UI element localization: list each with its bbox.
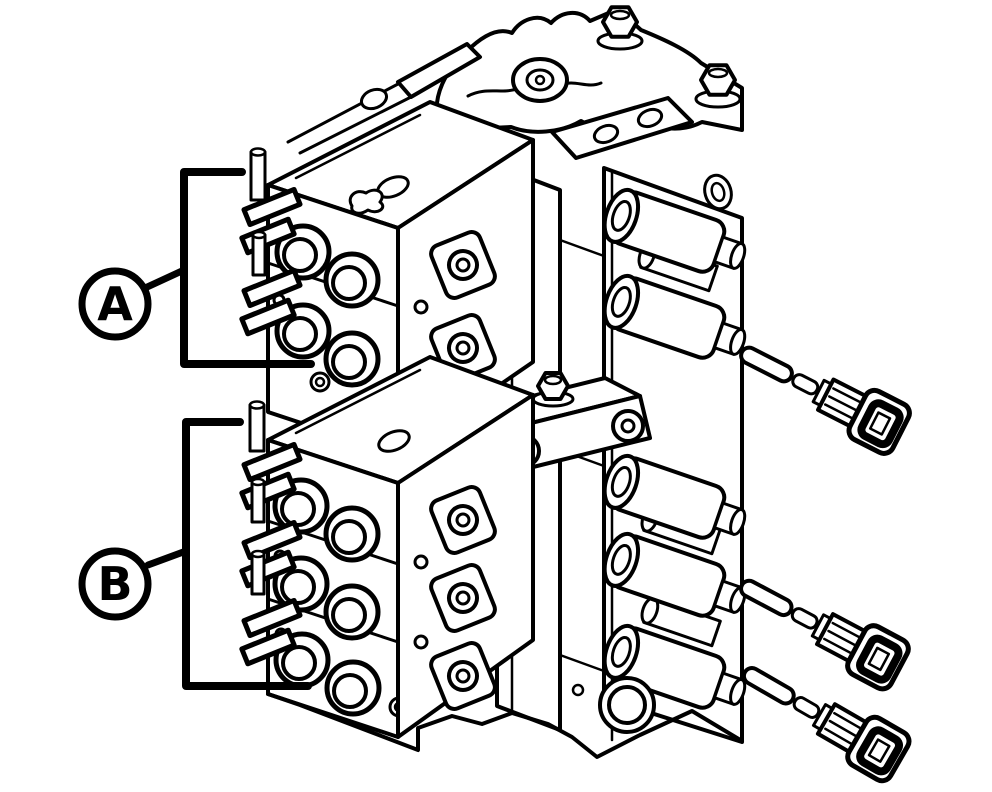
guide-pin (251, 230, 267, 277)
guide-pin (248, 400, 266, 453)
top-face-port-hole (377, 429, 411, 453)
bottom-port (598, 676, 656, 734)
hex-bolt (596, 5, 644, 51)
callout-a-label: A (97, 277, 133, 331)
callout-b-leader (144, 547, 190, 569)
solenoid-coil (602, 187, 747, 274)
solenoid-coil (602, 623, 747, 710)
solenoid-bank-a (602, 187, 747, 360)
solenoid-coil (602, 453, 747, 540)
clamp-wedge (241, 597, 303, 639)
guide-pin (249, 147, 267, 202)
work-port (274, 223, 332, 281)
work-port (323, 251, 381, 309)
guide-pin (250, 549, 266, 596)
face-hole (413, 299, 429, 315)
valve-block-b (239, 355, 535, 739)
spool-cap (429, 641, 497, 711)
wire-connector-3 (741, 666, 912, 784)
callout-b-label: B (97, 557, 132, 611)
solenoid-coil (602, 531, 747, 618)
top-casting (286, 5, 744, 220)
work-port (272, 477, 330, 535)
casting-body (434, 7, 744, 134)
connector-wire (741, 666, 796, 706)
wire-connector-2 (739, 578, 911, 692)
clamp-wedge (241, 267, 303, 309)
work-port (323, 583, 381, 641)
work-port (323, 330, 381, 388)
spool-cap (429, 563, 497, 633)
callout-a-circle (78, 267, 152, 341)
clamp-wedge (241, 186, 303, 228)
coil-retainer-ring (703, 173, 733, 211)
clamp-wedge (241, 441, 303, 483)
callout-a-leader (141, 266, 188, 292)
guide-pin (250, 477, 266, 524)
spool-cap (429, 230, 497, 300)
wire-connector-1 (739, 345, 912, 456)
casting-arm (286, 42, 482, 155)
mounting-bracket-plate (550, 96, 694, 160)
callout-b: B (78, 418, 312, 690)
face-hole (413, 554, 429, 570)
hex-bolt (694, 63, 742, 109)
connector-wire (739, 578, 794, 618)
manifold-boss (611, 409, 645, 443)
mounting-hole (309, 371, 331, 393)
clamp-wedge (239, 627, 297, 667)
casting-boss (511, 57, 569, 103)
face-hole (413, 634, 429, 650)
clamp-wedge (239, 297, 297, 337)
spool-cap (429, 485, 497, 555)
bottom-outline (266, 692, 744, 759)
clamp-wedge (241, 519, 303, 561)
bottom-casting (266, 676, 744, 759)
solenoid-bank-b (602, 453, 747, 710)
work-port (323, 505, 381, 563)
face-hole (571, 683, 585, 697)
connector-wire (739, 345, 794, 384)
callout-a: A (78, 168, 315, 368)
hex-nut (531, 371, 575, 408)
callout-b-circle (78, 547, 152, 621)
work-port (324, 659, 382, 717)
solenoid-coil (602, 273, 747, 360)
